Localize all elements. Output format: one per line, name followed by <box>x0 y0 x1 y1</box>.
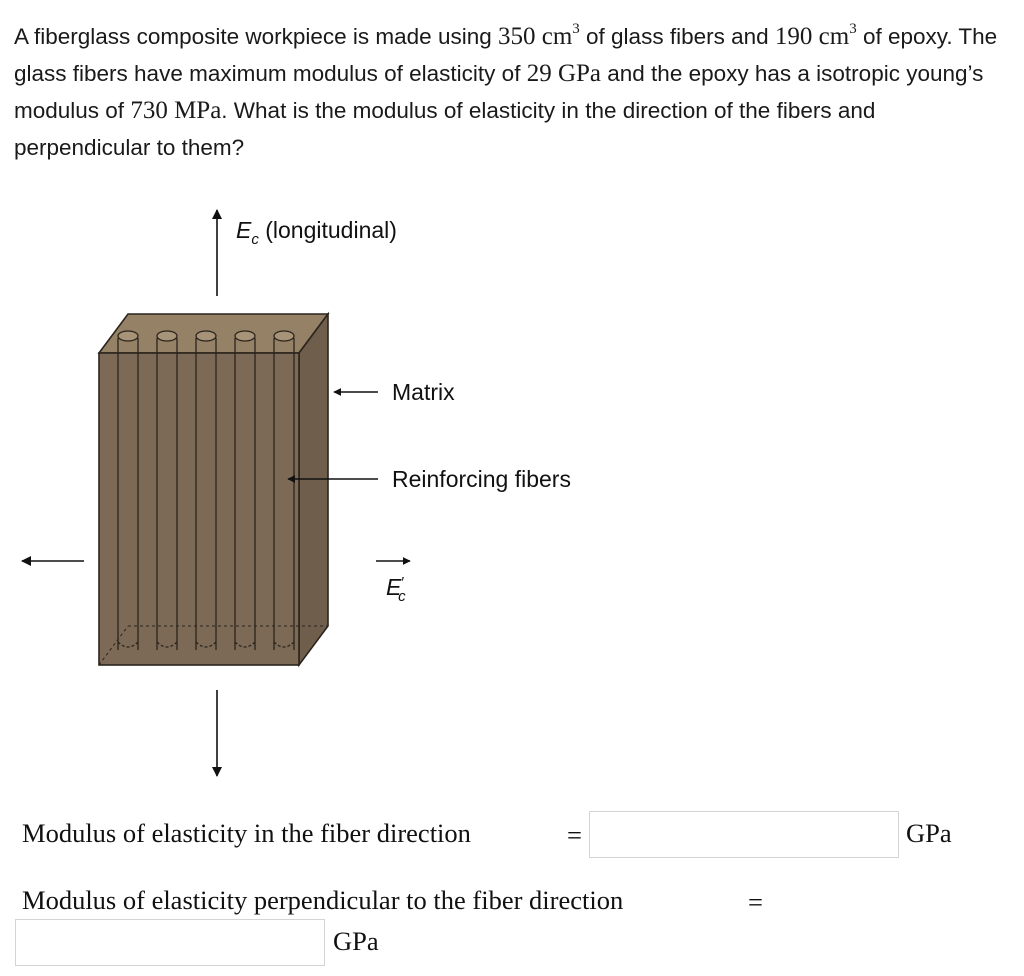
fiber-direction-label: Modulus of elasticity in the fiber direc… <box>22 818 471 848</box>
block-front-face <box>98 352 300 666</box>
perpendicular-unit: GPa <box>333 926 379 956</box>
fiber-direction-unit: GPa <box>906 818 952 848</box>
longitudinal-label: Ec (longitudinal) <box>236 217 397 248</box>
epoxy-modulus-value: 730 MPa <box>130 97 222 124</box>
perpendicular-label: Modulus of elasticity perpendicular to t… <box>22 885 624 915</box>
composite-block <box>97 311 330 668</box>
fiber-modulus-value: 29 GPa <box>526 60 602 87</box>
fiber-direction-input[interactable] <box>589 811 899 858</box>
composite-diagram: Ec (longitudinal) Matrix Reinforcing <box>21 209 571 777</box>
fiber-direction-equals: = <box>567 820 582 850</box>
fibers-label: Reinforcing fibers <box>392 466 571 492</box>
block-side-face <box>298 311 329 668</box>
fiber-volume-value: 350 cm3 <box>497 21 580 51</box>
epoxy-volume-value: 190 cm3 <box>774 21 857 51</box>
question-text: A fiberglass composite workpiece is made… <box>14 21 998 161</box>
reinforcing-fibers <box>117 330 295 650</box>
perpendicular-input[interactable] <box>15 919 325 966</box>
perpendicular-equals: = <box>748 887 763 917</box>
matrix-label: Matrix <box>392 379 455 405</box>
transverse-label: E′c <box>386 574 406 605</box>
